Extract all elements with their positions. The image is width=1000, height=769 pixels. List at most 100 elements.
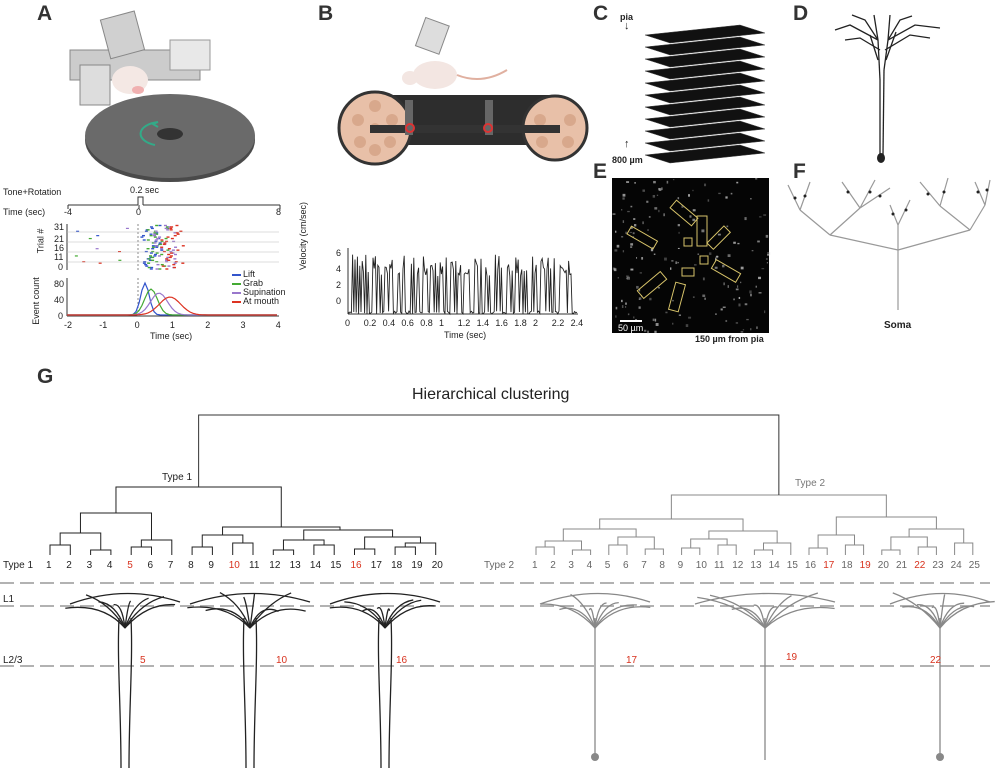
type2-leaf-label: 1: [532, 560, 538, 571]
time-tick-2: 8: [276, 207, 282, 217]
panel-label-c: C: [593, 2, 609, 25]
stim-label: Tone+Rotation: [3, 187, 62, 197]
type1-leaf-label: 18: [391, 560, 403, 571]
type2-leaf-label: 2: [550, 560, 556, 571]
hist-ytick: 40: [54, 295, 65, 305]
velocity-xtick: 1: [439, 318, 445, 328]
legend-item: Lift: [232, 269, 255, 279]
velocity-xtick: 2: [533, 318, 539, 328]
velocity-ytick: 2: [336, 280, 342, 290]
legend-swatch: [232, 291, 241, 294]
panel-label-f: F: [793, 160, 806, 183]
stim-timeline: [67, 196, 281, 209]
treadmill-illustration: [337, 16, 589, 166]
time-tick-0: -4: [64, 207, 73, 217]
panel-label-b: B: [318, 2, 334, 25]
type2-leaf-label: 11: [714, 560, 725, 571]
panel-label-g: G: [37, 365, 54, 388]
type1-leaf-label: 2: [66, 560, 72, 571]
panel-label-a: A: [37, 2, 53, 25]
reaching-apparatus-illustration: [69, 10, 255, 182]
type2-leaf-label: 25: [968, 560, 980, 571]
type1-leaf-label: 19: [411, 560, 423, 571]
depth-800-label: 800 µm: [612, 155, 643, 165]
type1-leaf-label: 3: [86, 560, 93, 571]
hist-xtick: 0: [134, 320, 140, 330]
raster-ytick: 21: [54, 234, 65, 244]
hist-ytick: 80: [54, 279, 65, 289]
type1-leaf-label: 16: [350, 560, 362, 571]
velocity-xtick: 1.4: [476, 318, 490, 328]
legend-swatch: [232, 300, 241, 303]
velocity-xtick: 2.2: [551, 318, 565, 328]
type1-leaf-label: 4: [106, 560, 113, 571]
hist-ytick: 0: [58, 311, 64, 321]
legend-item: Grab: [232, 278, 263, 288]
calcium-imaging-field-of-view: [612, 178, 771, 334]
hist-xtick: -2: [64, 320, 73, 330]
type1-leaf-label: 20: [431, 560, 443, 571]
legend-item: Supination: [232, 287, 286, 297]
layer-boundaries: [0, 582, 990, 667]
type1-leaf-label: 12: [269, 560, 281, 571]
raster-ylabel: Trial #: [35, 228, 46, 254]
hist-xtick: -1: [99, 320, 108, 330]
raster-ytick: 31: [54, 222, 65, 232]
type1-leaf-label: 5: [127, 560, 133, 571]
type1-leaf-label: 15: [330, 560, 342, 571]
velocity-ytick: 6: [336, 248, 342, 258]
example-neuron-morphologies: [65, 592, 995, 769]
stim-duration: 0.2 sec: [130, 185, 160, 195]
legend-item: At mouth: [232, 296, 279, 306]
type2-leaf-label: 18: [841, 560, 853, 571]
velocity-xtick: 0.6: [401, 318, 414, 328]
example-label-10: 10: [276, 655, 288, 666]
velocity-xtick: 0.2: [363, 318, 377, 328]
type1-leaf-label: 9: [208, 560, 214, 571]
panel-label-e: E: [593, 160, 608, 183]
raster-ytick: 11: [54, 252, 64, 262]
type2-leaf-label: 5: [604, 560, 611, 571]
type2-leaf-label: 16: [805, 560, 817, 571]
type2-leaf-label: 4: [586, 560, 593, 571]
type1-leaf-label: 14: [309, 560, 322, 571]
type2-leaf-label: 7: [641, 560, 647, 571]
type2-leaf-label: 19: [859, 560, 871, 571]
type2-leaf-label: 10: [695, 560, 707, 571]
velocity-xtick: 0.8: [420, 318, 433, 328]
velocity-xtick: 0.4: [382, 318, 396, 328]
example-label-5: 5: [140, 655, 146, 666]
type1-leaf-label: 6: [147, 560, 154, 571]
hist-xtick: 4: [275, 320, 281, 330]
type2-leaf-label: 15: [786, 560, 798, 571]
type2-leaf-label: 24: [950, 560, 962, 571]
type1-leaf-label: 11: [249, 560, 260, 571]
velocity-xtick: 1.6: [495, 318, 508, 328]
legend-swatch: [232, 273, 241, 276]
type1-leaf-label: 13: [289, 560, 301, 571]
type2-leaf-label: 3: [568, 560, 574, 571]
velocity-xtick: 1.2: [457, 318, 471, 328]
velocity-ytick: 4: [336, 264, 342, 274]
raster-ytick: 0: [58, 262, 64, 272]
legend-label: Supination: [243, 287, 286, 297]
raster-ytick: 16: [54, 243, 65, 253]
layer-l1-label: L1: [3, 594, 15, 605]
type2-leaf-label: 6: [623, 560, 629, 571]
event-count-histogram: [66, 278, 279, 317]
velocity-ytick: 0: [336, 296, 342, 306]
layer-l23-label: L2/3: [3, 655, 23, 666]
type1-leaf-label: 1: [46, 560, 52, 571]
type2-leaf-label: 17: [823, 560, 835, 571]
depth-150-label: 150 µm from pia: [695, 334, 764, 344]
scale-bar-label: 50 µm: [618, 323, 644, 333]
type1-leaf-label: 8: [188, 560, 194, 571]
type2-leaf-label: 22: [914, 560, 926, 571]
type2-leaf-label: 12: [732, 560, 744, 571]
hist-ylabel: Event count: [30, 277, 41, 325]
legend-label: At mouth: [243, 296, 280, 306]
hierarchical-clustering-dendrogram: [49, 414, 974, 555]
type1-leaf-label: 7: [167, 560, 174, 571]
